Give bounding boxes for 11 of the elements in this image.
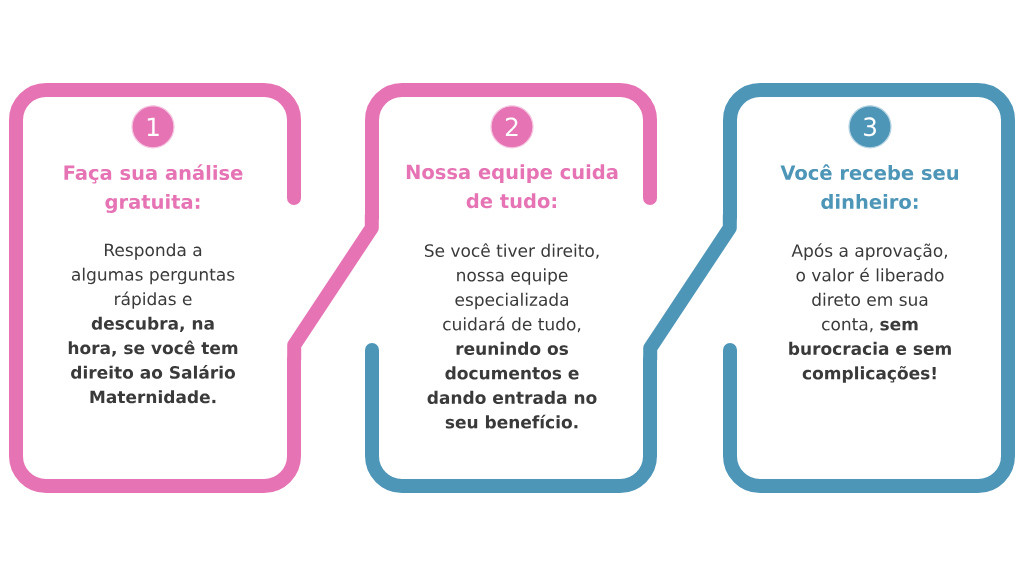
number-badge: 1 [131,105,175,149]
step-description: Responda a algumas perguntas rápidas e descubra, na hora, se você tem direito ao Salário Maternidade. [68,243,238,404]
step-description: Após a aprovação, o valor é liberado direto em sua conta, sem burocracia e sem complicações! [789,243,951,383]
number-badge: 3 [848,105,892,149]
connector-line [643,214,737,361]
connector-line [287,214,379,361]
step-heading: Você recebe seu dinheiro: [780,164,958,210]
step-heading: Nossa equipe cuida de tudo: [406,164,618,209]
step-heading: Faça sua análise gratuita: [64,164,243,213]
step-description: Se você tiver direito, nossa equipe especializada cuidará de tudo, reunindo os documentos e dando entrada no seu benefício. [424,243,599,429]
number-badge: 2 [490,105,534,149]
